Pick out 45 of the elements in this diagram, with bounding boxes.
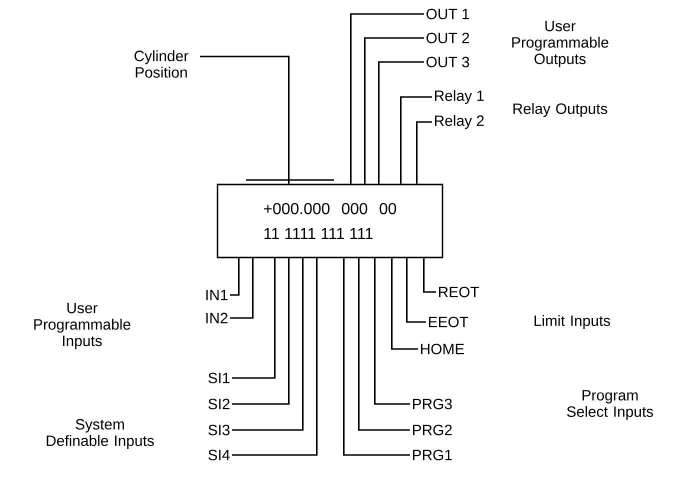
leader-text: Relay 2 bbox=[435, 115, 484, 129]
leader-text: REOT bbox=[439, 286, 479, 298]
group-label: System Definable Inputs bbox=[46, 419, 154, 449]
leader-line bbox=[200, 56, 290, 184]
group-label: User Programmable Outputs bbox=[512, 20, 608, 68]
leader-line bbox=[374, 258, 410, 405]
leader-text: SI4 bbox=[208, 450, 230, 460]
leader-text: OUT 3 bbox=[426, 56, 470, 68]
group-label: User Programmable Inputs bbox=[34, 302, 130, 350]
leader-text: HOME bbox=[421, 344, 464, 354]
leader-text: PRG2 bbox=[413, 424, 452, 436]
leader-text: IN1 bbox=[206, 290, 228, 300]
leader-line bbox=[230, 258, 254, 319]
leader-line bbox=[343, 258, 410, 456]
leader-line bbox=[423, 258, 436, 293]
group-label: Limit Inputs bbox=[534, 315, 610, 329]
leader-line bbox=[232, 258, 318, 456]
leader-text: IN2 bbox=[206, 312, 228, 324]
leader-line bbox=[350, 13, 424, 184]
leader-text: OUT 2 bbox=[426, 32, 470, 44]
leader-text: SI1 bbox=[208, 372, 230, 384]
display-readout: 11 1111 111 111 bbox=[264, 228, 373, 239]
display-readout: +000.000 000 00 bbox=[264, 202, 396, 214]
leader-line bbox=[406, 258, 426, 323]
leader-line bbox=[391, 258, 418, 350]
leader-line bbox=[232, 258, 290, 405]
leader-line bbox=[232, 258, 304, 431]
leader-line bbox=[230, 258, 240, 296]
leader-text: PRG1 bbox=[413, 450, 452, 460]
leader-text: SI3 bbox=[208, 424, 230, 436]
leader-line bbox=[364, 37, 424, 184]
leader-line bbox=[232, 258, 276, 379]
display-box bbox=[216, 184, 444, 258]
leader-line bbox=[378, 61, 424, 184]
group-label: Program Select Inputs bbox=[567, 390, 654, 420]
leader-text: EEOT bbox=[429, 316, 468, 328]
leader-line bbox=[416, 121, 432, 184]
leader-text: PRG3 bbox=[413, 398, 452, 410]
leader-line bbox=[400, 96, 432, 184]
leader-text: OUT 1 bbox=[426, 8, 470, 20]
leader-text: SI2 bbox=[208, 398, 230, 410]
group-label: Relay Outputs bbox=[513, 103, 608, 117]
leader-text: Relay 1 bbox=[435, 90, 484, 104]
leader-text: Cylinder Position bbox=[134, 50, 188, 78]
leader-line bbox=[358, 258, 410, 431]
